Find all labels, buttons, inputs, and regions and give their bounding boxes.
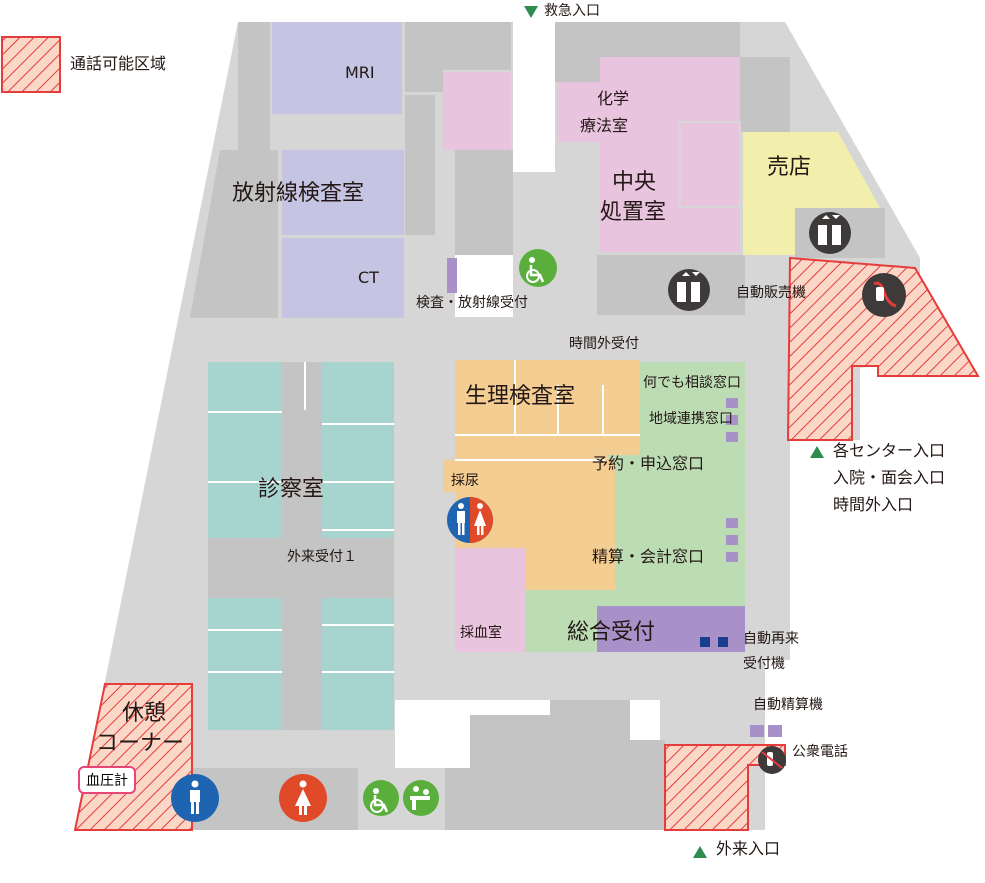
mri-label: MRI — [345, 63, 375, 82]
auto-reception-label-1: 自動再来 — [743, 631, 799, 647]
visit-entrance-label: 入院・面会入口 — [833, 468, 946, 487]
corridor-white — [455, 255, 513, 317]
after-hours-entrance-label: 時間外入口 — [833, 495, 914, 514]
storage-block — [445, 768, 480, 830]
wheelchair-wc-icon — [363, 780, 399, 816]
outpatient-desk-label: 外来受付１ — [287, 549, 357, 565]
storage-block — [190, 150, 278, 318]
auto-reception-marker — [718, 637, 728, 647]
wheelchair-wc-icon — [519, 249, 557, 287]
entrance-triangle-icon — [693, 846, 707, 858]
clinic-corridor — [208, 538, 394, 598]
corridor-white — [513, 22, 555, 172]
mri-room — [272, 22, 402, 114]
shop-label: 売店 — [767, 155, 812, 180]
reception-area — [525, 590, 600, 652]
exam-radiology-desk-label: 検査・放射線受付 — [416, 295, 528, 311]
central-label-2: 処置室 — [600, 200, 667, 225]
physio-dividers — [455, 360, 640, 461]
chemo-label-2: 療法室 — [580, 116, 629, 135]
male-restroom-icon — [171, 774, 219, 822]
radiology-label: 放射線検査室 — [232, 181, 365, 206]
storage-block — [470, 715, 550, 830]
ct-label: CT — [358, 268, 379, 287]
female-restroom-icon — [279, 774, 327, 822]
legend-label: 通話可能区域 — [70, 54, 167, 73]
storage-block — [443, 22, 511, 70]
outpatient-entrance-label: 外来入口 — [716, 839, 781, 858]
treatment-room — [443, 72, 511, 150]
storage-block — [405, 95, 435, 235]
call-zone-east — [786, 256, 980, 441]
central-label-1: 中央 — [612, 170, 657, 195]
no-phone-icon — [758, 746, 786, 774]
treatment-subroom — [679, 121, 741, 208]
storage-block — [740, 57, 790, 132]
restroom-icon — [447, 497, 493, 543]
clinic-dividers — [208, 362, 394, 673]
elevator-icon — [809, 212, 851, 254]
storage-block — [405, 22, 443, 92]
radiology-room — [282, 150, 404, 235]
auto-reception-marker — [700, 637, 710, 647]
consult-window-label: 何でも相談窓口 — [643, 375, 741, 391]
urine-label: 採尿 — [451, 473, 479, 489]
storage-block — [550, 700, 630, 830]
blood-pressure-label: 血圧計 — [78, 766, 136, 794]
call-zone-legend — [1, 36, 61, 93]
center-entrance-label: 各センター入口 — [833, 441, 946, 460]
regional-window-label: 地域連携窓口 — [649, 411, 733, 427]
public-phone-label: 公衆電話 — [792, 744, 848, 760]
entrance-triangle-icon — [524, 6, 538, 18]
blood-draw-label: 採血室 — [460, 625, 502, 641]
storage-block — [455, 150, 513, 255]
physio-label: 生理検査室 — [465, 384, 576, 409]
reservation-window-label: 予約・申込窓口 — [592, 454, 705, 473]
vending-label: 自動販売機 — [736, 285, 806, 301]
imaging-desk — [447, 258, 457, 293]
blood-draw-room — [455, 548, 525, 652]
physio-room — [443, 360, 640, 590]
after-hours-desk-label: 時間外受付 — [569, 336, 639, 352]
chemo-label-1: 化学 — [597, 89, 630, 108]
payment-window-label: 精算・会計窓口 — [592, 547, 705, 566]
exam-room-label: 診察室 — [258, 477, 325, 502]
storage-block — [640, 22, 740, 57]
white-strip — [395, 700, 455, 768]
rest-label-2: コーナー — [96, 731, 185, 756]
call-zone-outpatient — [664, 744, 786, 831]
storage-block — [630, 740, 665, 830]
elevator-icon — [668, 269, 710, 311]
general-reception-label: 総合受付 — [567, 620, 656, 645]
entrance-triangle-icon — [810, 446, 824, 458]
emergency-entrance-label: 救急入口 — [544, 3, 600, 19]
auto-payment-label: 自動精算機 — [753, 697, 823, 713]
shop-room — [743, 132, 880, 255]
auto-reception-label-2: 受付機 — [743, 656, 785, 672]
window-markers — [726, 398, 782, 737]
no-phone-icon — [862, 273, 906, 317]
ct-room — [282, 238, 404, 318]
storage-block — [238, 22, 270, 152]
baby-care-icon — [403, 780, 439, 816]
rest-label-1: 休憩 — [122, 701, 167, 726]
